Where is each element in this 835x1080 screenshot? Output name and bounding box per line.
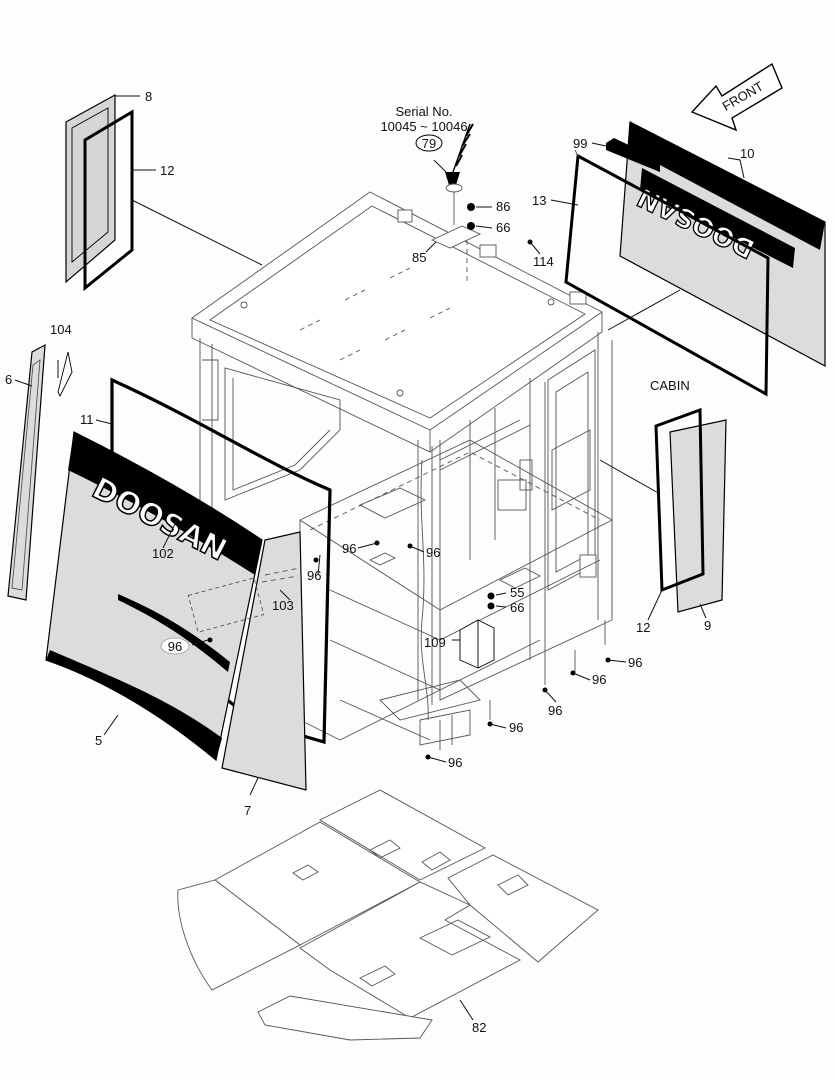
leader-lines <box>14 95 745 1021</box>
callout-7: 7 <box>244 803 251 818</box>
callout-8: 8 <box>145 89 152 104</box>
callout-104: 104 <box>50 322 72 337</box>
callout-11: 11 <box>80 412 94 427</box>
callout-10: 10 <box>740 146 754 161</box>
callout-66-top: 66 <box>496 220 510 235</box>
callout-9: 9 <box>704 618 711 633</box>
callout-96-f: 96 <box>592 672 606 687</box>
left-rear-glass <box>65 93 134 292</box>
callout-109: 109 <box>424 635 446 650</box>
bolt-leaders <box>357 542 627 763</box>
floor-mat <box>177 789 599 1041</box>
serial-title: Serial No. <box>395 104 452 119</box>
callout-96-b-bubble <box>160 637 190 655</box>
callout-96-g: 96 <box>548 703 562 718</box>
callout-96-e: 96 <box>628 655 642 670</box>
callout-96-b: 96 <box>168 639 182 654</box>
callout-96-h: 96 <box>509 720 523 735</box>
bracket-109 <box>459 619 495 669</box>
callout-55: 55 <box>510 585 524 600</box>
callout-labels: Serial No. 10045 ~ 10046 79 CABIN 8 12 1… <box>5 89 754 1035</box>
right-large-glass: DOOSAN <box>564 121 826 397</box>
callout-79: 79 <box>422 136 436 151</box>
callout-82: 82 <box>472 1020 486 1035</box>
callout-114: 114 <box>533 254 554 269</box>
callout-13: 13 <box>532 193 546 208</box>
bolts-96 <box>207 239 611 760</box>
callout-85: 85 <box>412 250 426 265</box>
callout-103: 103 <box>272 598 294 613</box>
callout-12-right: 12 <box>636 620 650 635</box>
right-small-glass <box>654 407 727 613</box>
lower-front-glass <box>187 531 307 791</box>
callout-102: 102 <box>152 546 174 561</box>
callout-99: 99 <box>573 136 587 151</box>
callout-96-a: 96 <box>307 568 321 583</box>
callout-96-d: 96 <box>426 545 440 560</box>
callout-96-i: 96 <box>448 755 462 770</box>
side-strip <box>7 343 73 601</box>
serial-circle-79 <box>415 134 443 152</box>
callout-66-mid: 66 <box>510 600 524 615</box>
callout-86: 86 <box>496 199 510 214</box>
antenna-assembly <box>430 123 482 285</box>
cabin-label: CABIN <box>650 378 690 393</box>
serial-range: 10045 ~ 10046 <box>380 119 467 134</box>
callout-96-c: 96 <box>342 541 356 556</box>
callout-12-left: 12 <box>160 163 174 178</box>
callout-5: 5 <box>95 733 102 748</box>
callout-6: 6 <box>5 372 12 387</box>
front-arrow: FRONT <box>690 62 783 132</box>
